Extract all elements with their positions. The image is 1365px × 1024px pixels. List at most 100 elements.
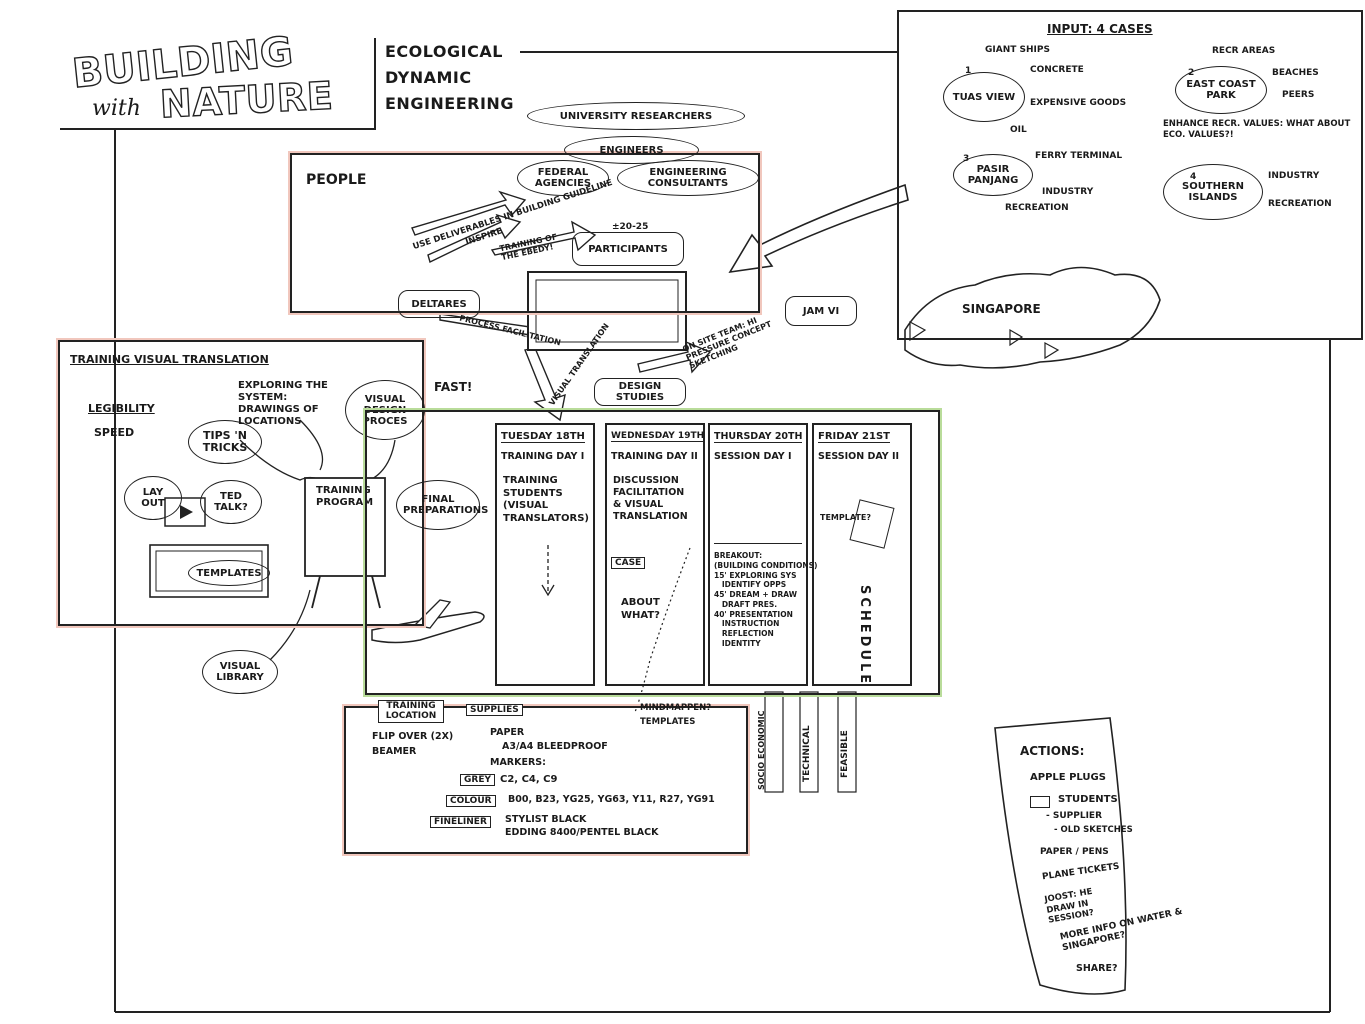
case-1-num: 1: [965, 66, 972, 76]
header-line-2: DYNAMIC: [385, 68, 472, 87]
day-tuesday: TUESDAY 18TH TRAINING DAY I TRAINING STU…: [495, 423, 595, 686]
stakeholder-university: UNIVERSITY RESEARCHERS: [527, 102, 745, 130]
schedule-label: SCHEDULE: [857, 585, 872, 687]
action-2: STUDENTS: [1058, 794, 1118, 805]
action-3: - SUPPLIER: [1046, 811, 1103, 821]
schedule-panel: [365, 410, 940, 695]
colour-label: COLOUR: [446, 795, 496, 807]
pillar-socio: SOCIO ECONOMIC: [757, 710, 766, 790]
case-4-note-b: RECREATION: [1268, 199, 1332, 209]
case-1-oval: TUAS VIEW: [943, 72, 1025, 122]
friday-template-sheet: [849, 499, 895, 549]
fineliner-2: EDDING 8400/PENTEL BLACK: [505, 827, 659, 838]
case-3-note-c: RECREATION: [1005, 203, 1069, 213]
grey-values: C2, C4, C9: [500, 774, 558, 785]
case-2-note-c: PEERS: [1282, 90, 1315, 100]
day-wednesday-type: TRAINING DAY II: [611, 451, 698, 462]
supplies-paper: PAPER: [490, 727, 525, 738]
supplies-paper-detail: A3/A4 BLEEDPROOF: [502, 741, 608, 752]
day-thursday-title: THURSDAY 20TH: [714, 431, 803, 443]
case-2-oval: EAST COAST PARK: [1175, 66, 1267, 114]
day-friday-title: FRIDAY 21ST: [818, 431, 890, 443]
node-fast: FAST!: [434, 380, 473, 394]
day-friday-type: SESSION DAY II: [818, 451, 900, 462]
case-4-oval: SOUTHERN ISLANDS: [1163, 164, 1263, 220]
group-deltares: DELTARES: [398, 290, 480, 318]
node-ted: TED TALK?: [200, 480, 262, 524]
case-2-note-d: ENHANCE RECR. VALUES: WHAT ABOUT ECO. VA…: [1163, 119, 1351, 141]
case-1-note-d: OIL: [1010, 125, 1027, 135]
day-tuesday-type: TRAINING DAY I: [501, 451, 585, 462]
case-2-name: EAST COAST PARK: [1186, 79, 1256, 101]
people-title: PEOPLE: [306, 172, 367, 188]
jam-label: JAM VI: [802, 305, 840, 317]
day-wednesday: WEDNESDAY 19TH TRAINING DAY II DISCUSSIO…: [605, 423, 705, 686]
training-title: TRAINING VISUAL TRANSLATION: [70, 353, 269, 366]
action-4: - OLD SKETCHES: [1054, 825, 1133, 835]
case-2-note-b: BEACHES: [1272, 68, 1319, 78]
case-3-num: 3: [963, 154, 970, 164]
day-wednesday-case: CASE: [611, 557, 646, 569]
case-3-note-b: INDUSTRY: [1042, 187, 1094, 197]
colour-values: B00, B23, YG25, YG63, Y11, R27, YG91: [508, 794, 715, 805]
case-4-name: SOUTHERN ISLANDS: [1182, 181, 1244, 203]
people-panel: [290, 153, 760, 313]
node-speed: SPEED: [94, 426, 135, 439]
input-title: INPUT: 4 CASES: [1047, 22, 1153, 36]
stakeholder-consultants: ENGINEERING CONSULTANTS: [617, 160, 759, 196]
day-tuesday-title: TUESDAY 18TH: [501, 431, 585, 443]
case-3-note-a: FERRY TERMINAL: [1035, 151, 1123, 161]
training-location-label: TRAINING LOCATION: [378, 700, 444, 723]
side-note-2: TEMPLATES: [640, 717, 696, 727]
case-2-note-a: RECR AREAS: [1212, 46, 1276, 56]
design-studies-label: DESIGN STUDIES: [615, 381, 665, 403]
case-1-note-a: GIANT SHIPS: [985, 45, 1050, 55]
action-1: APPLE PLUGS: [1030, 772, 1106, 783]
case-1-note-c: EXPENSIVE GOODS: [1030, 98, 1127, 108]
day-wednesday-body: DISCUSSION FACILITATION & VISUAL TRANSLA…: [613, 475, 688, 522]
day-friday-body: TEMPLATE?: [820, 513, 871, 522]
day-thursday-type: SESSION DAY I: [714, 451, 792, 462]
stakeholder-engineers: ENGINEERS: [564, 136, 699, 164]
header-line-3: ENGINEERING: [385, 94, 514, 113]
node-final-prep: FINAL PREPARATIONS: [396, 480, 488, 530]
group-participants: PARTICIPANTS: [572, 232, 684, 266]
day-tuesday-body: TRAINING STUDENTS (VISUAL TRANSLATORS): [503, 475, 589, 524]
day-friday: FRIDAY 21ST SESSION DAY II TEMPLATE?: [812, 423, 912, 686]
fineliner-1: STYLIST BLACK: [505, 814, 587, 825]
logo-line2a: with: [92, 96, 141, 121]
node-exploring: EXPLORING THE SYSTEM: DRAWINGS OF LOCATI…: [238, 380, 328, 427]
location-item-1: FLIP OVER (2X): [372, 731, 454, 742]
pillar-technical: TECHNICAL: [802, 725, 812, 782]
group-jam: JAM VI: [785, 296, 857, 326]
input-panel: [897, 10, 1363, 340]
side-note-1: MINDMAPPEN?: [640, 703, 712, 713]
day-thursday-breakout: BREAKOUT: (BUILDING CONDITIONS) 15' EXPL…: [714, 551, 818, 648]
case-1-name: TUAS VIEW: [952, 91, 1016, 103]
action-9: SHARE?: [1076, 963, 1118, 974]
case-2-num: 2: [1188, 68, 1195, 78]
actions-title: ACTIONS:: [1020, 744, 1085, 758]
day-thursday: THURSDAY 20TH SESSION DAY I BREAKOUT: (B…: [708, 423, 817, 686]
case-1-note-b: CONCRETE: [1030, 65, 1084, 75]
supplies-markers: MARKERS:: [490, 757, 546, 768]
node-tips: TIPS 'N TRICKS: [188, 420, 262, 464]
case-3-name: PASIR PANJANG: [967, 164, 1019, 186]
header-line-1: ECOLOGICAL: [385, 42, 503, 61]
participants-label: PARTICIPANTS: [588, 243, 668, 255]
day-wednesday-about: ABOUT WHAT?: [621, 597, 660, 621]
thursday-divider: [714, 543, 802, 544]
supplies-panel: [344, 706, 748, 854]
grey-label: GREY: [460, 774, 495, 786]
node-templates: TEMPLATES: [188, 560, 270, 586]
logo: BUILDING with NATURE: [60, 28, 376, 130]
node-layout: LAY OUT: [124, 476, 182, 520]
case-4-note-a: INDUSTRY: [1268, 171, 1320, 181]
node-training-program: TRAINING PROGRAM: [316, 485, 374, 508]
case-4-num: 4: [1190, 172, 1197, 182]
location-item-2: BEAMER: [372, 746, 417, 757]
fineliner-label: FINELINER: [430, 816, 491, 828]
deltares-label: DELTARES: [411, 298, 467, 310]
logo-line2b: NATURE: [158, 73, 335, 127]
day-wednesday-title: WEDNESDAY 19TH: [611, 431, 705, 442]
